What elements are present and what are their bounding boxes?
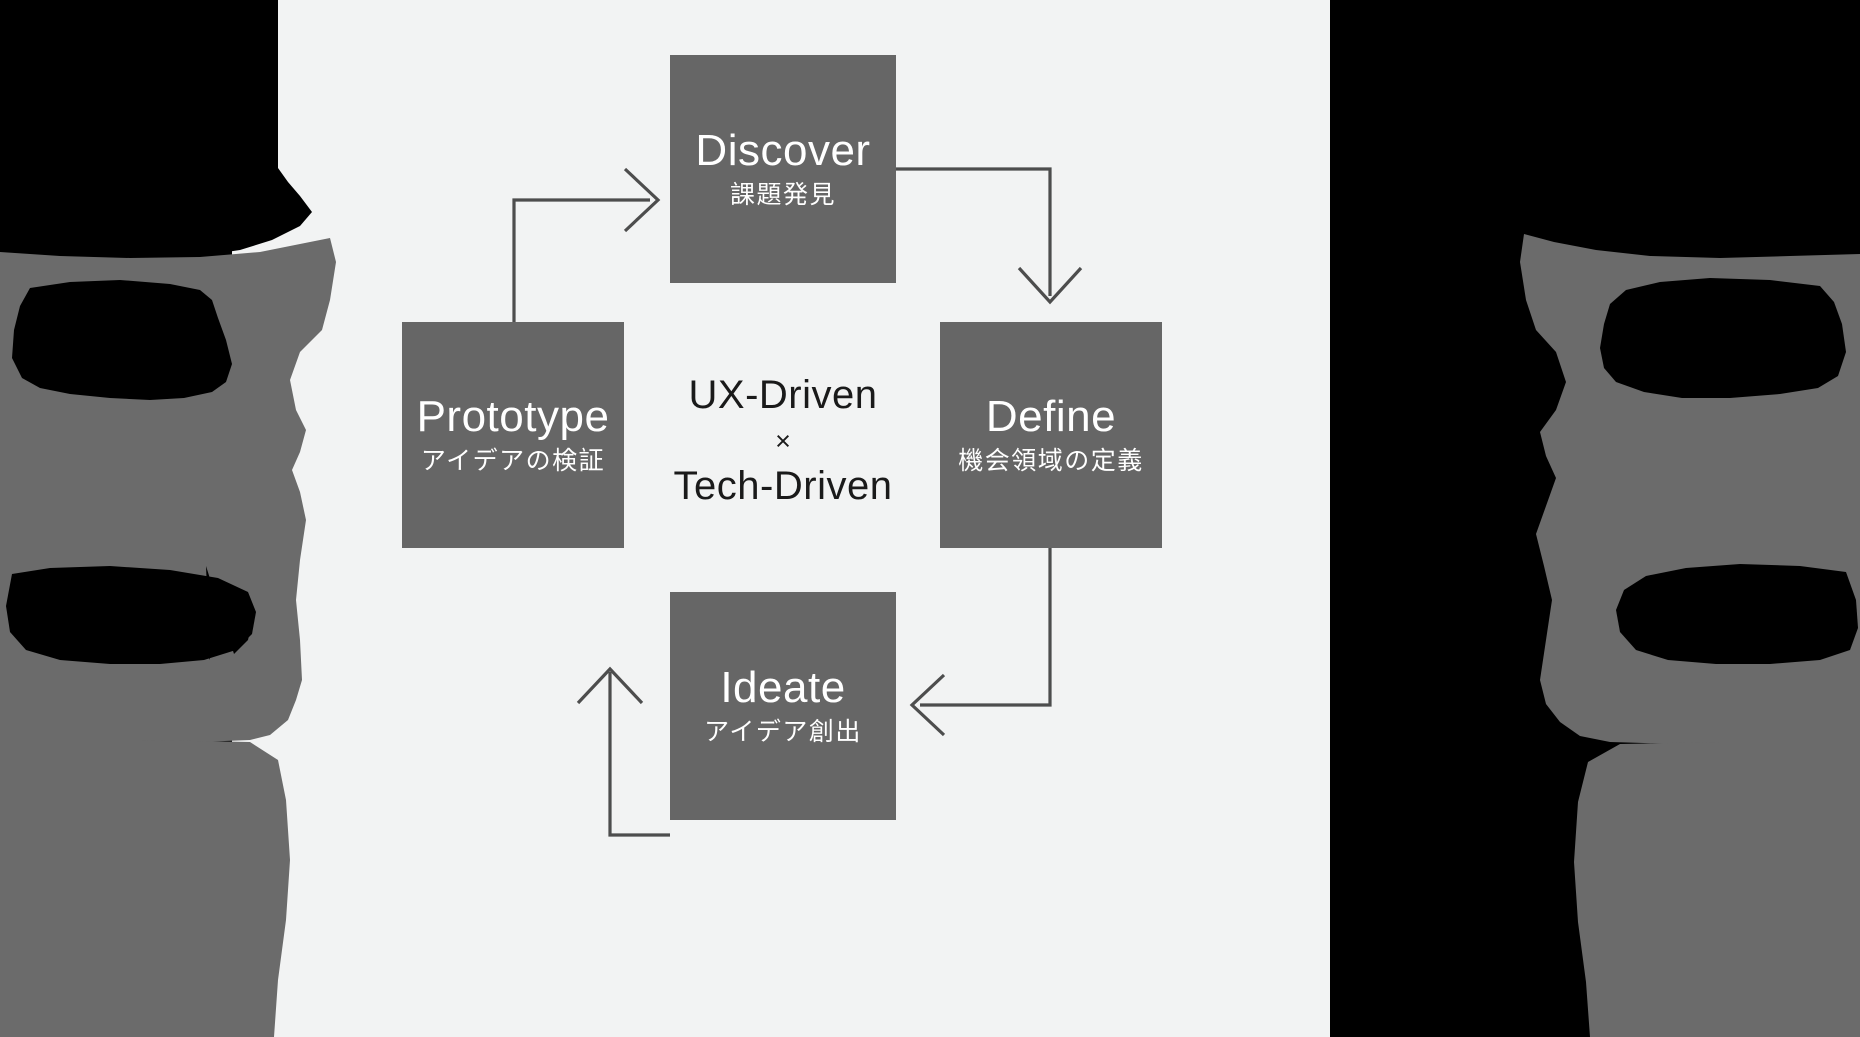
node-label-ja: アイデア創出	[704, 718, 862, 747]
right-mask-gray-body	[1520, 234, 1860, 744]
right-mask-blob-lower	[1616, 564, 1858, 664]
node-label-en: Define	[985, 392, 1117, 442]
node-label-ja: 課題発見	[729, 181, 836, 210]
process-node-prototype[interactable]: Prototype アイデアの検証	[402, 322, 624, 548]
node-label-ja: 機会領域の定義	[958, 447, 1144, 476]
node-label-en: Prototype	[416, 392, 610, 442]
node-label-en: Discover	[695, 126, 871, 176]
process-node-discover[interactable]: Discover 課題発見	[670, 55, 896, 283]
left-mask-blob-upper	[12, 280, 232, 400]
node-label-en: Ideate	[720, 663, 846, 713]
process-node-define[interactable]: Define 機会領域の定義	[940, 322, 1162, 548]
right-mask-dark-top	[1536, 0, 1860, 256]
right-mask-blob-upper	[1600, 278, 1846, 398]
right-mask-gray-lower	[1574, 742, 1860, 1037]
node-label-ja: アイデアの検証	[420, 447, 606, 476]
process-node-ideate[interactable]: Ideate アイデア創出	[670, 592, 896, 820]
left-mask-blob-lower	[14, 566, 252, 660]
left-mask-blob-lower-b	[6, 566, 256, 664]
